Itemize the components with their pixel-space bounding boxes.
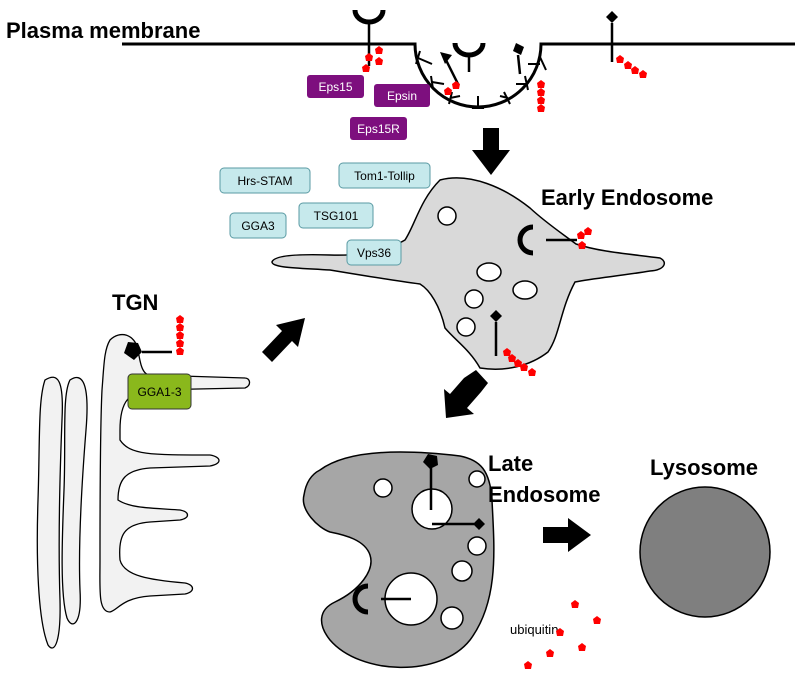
late-endosome-label-line1: Late [488, 451, 533, 476]
adaptor-box-bg [307, 75, 364, 98]
ubiquitin-chain [503, 348, 536, 376]
adaptor-label: TSG101 [314, 209, 359, 223]
adaptor-box-epsin: Epsin [374, 84, 430, 107]
adaptor-box-eps15: Eps15 [307, 75, 364, 98]
adaptor-box-gga3: GGA3 [229, 212, 287, 239]
adaptor-label: Hrs-STAM [237, 174, 292, 188]
ubiquitin-pentagon [639, 70, 647, 78]
adaptor-label: Eps15R [357, 122, 400, 136]
adaptor-label: GGA1-3 [137, 385, 181, 399]
ubiquitin-pentagon [375, 57, 383, 65]
ubiquitin-pentagon [556, 628, 564, 636]
adaptor-box-gga1-3: GGA1-3 [127, 373, 192, 410]
ubiquitin-chain [616, 55, 647, 78]
tgn-receptor-pentagon [124, 342, 172, 360]
ubiquitin-pentagon [452, 81, 460, 89]
ubiquitin-pentagon [571, 600, 579, 608]
lysosome-label: Lysosome [650, 455, 758, 480]
early-endosome-receptor-diamond [490, 310, 502, 356]
arrow-late-endosome-to-lysosome [543, 518, 591, 552]
early-endosome-receptor-cup [517, 224, 577, 256]
arrow-early-to-late-endosome [444, 370, 488, 418]
adaptor-label: Epsin [387, 89, 417, 103]
adaptor-box-eps15r: Eps15R [350, 117, 407, 140]
late-endosome-label-line2: Endosome [488, 482, 600, 507]
arrow-tgn-to-early-endosome [262, 318, 305, 362]
pit-receptor-arrow [440, 52, 460, 85]
adaptor-box-tsg101: TSG101 [298, 202, 374, 229]
adaptor-box-tom1-tollip: Tom1-Tollip [338, 162, 431, 189]
ubiquitin-pentagon [520, 363, 528, 371]
ubiquitin-pentagon [624, 61, 632, 69]
ubiquitin-chain [362, 46, 383, 72]
ubiquitin-pentagon [593, 616, 601, 624]
ubiquitin-pentagon [176, 323, 184, 331]
ubiquitin-label: ubiquitin [510, 622, 558, 637]
ubiquitin-pentagon [503, 348, 511, 356]
ubiquitin-pentagon [584, 227, 592, 235]
clathrin-pit-coat [415, 50, 547, 109]
ubiquitin-pentagon [537, 88, 545, 96]
late-endosome-receptor-pentagon [423, 454, 438, 510]
adaptor-label: Eps15 [318, 80, 352, 94]
late-endosome-receptor-diamond [432, 518, 485, 530]
early-endosome-label: Early Endosome [541, 185, 713, 210]
membrane-receptor-diamond [606, 11, 618, 62]
ubiquitin-chain [444, 81, 460, 95]
ubiquitin-pentagon [631, 66, 639, 74]
ubiquitin-pentagon [546, 649, 554, 657]
lysosome [639, 486, 771, 618]
tgn-cisternae [36, 333, 251, 649]
ubiquitin-pentagon [176, 339, 184, 347]
ubiquitin-pentagon [176, 331, 184, 339]
early-endosome [271, 177, 666, 370]
late-endosome [302, 451, 495, 669]
adaptor-label: Vps36 [357, 246, 391, 260]
ubiquitin-pentagon [176, 315, 184, 323]
ubiquitin-pentagon [578, 241, 586, 249]
adaptor-label: Tom1-Tollip [354, 169, 415, 183]
ubiquitin-pentagon [537, 104, 545, 112]
plasma-membrane-label: Plasma membrane [6, 18, 200, 43]
ubiquitin-chain [176, 315, 184, 355]
arrow-membrane-to-early-endosome [472, 128, 510, 175]
ubiquitin-chain [537, 80, 545, 112]
ubiquitin-pentagon [537, 96, 545, 104]
ubiquitin-pentagon [578, 643, 586, 651]
ubiquitin-pentagon [524, 661, 532, 669]
ubiquitin-pentagon [508, 354, 516, 362]
tgn-label: TGN [112, 290, 158, 315]
ubiquitin-pentagon [616, 55, 624, 63]
ubiquitin-pentagon [577, 231, 585, 239]
ubiquitin-pentagon [365, 53, 373, 61]
ubiquitin-pentagon [362, 64, 370, 72]
ubiquitin-chain [577, 227, 592, 249]
late-endosome-receptor-cup [352, 583, 411, 615]
ubiquitin-pentagon [528, 368, 536, 376]
ubiquitin-pentagon [176, 347, 184, 355]
free-ubiquitin [524, 600, 601, 669]
ubiquitin-pentagon [375, 46, 383, 54]
pit-receptor-diamond [513, 43, 524, 75]
adaptor-box-vps36: Vps36 [346, 239, 402, 266]
adaptor-box-hrs-stam: Hrs-STAM [219, 167, 311, 194]
ubiquitin-pentagon [514, 359, 522, 367]
ubiquitin-pentagon [444, 87, 452, 95]
adaptor-label: GGA3 [241, 219, 275, 233]
pit-receptor-cup [452, 42, 486, 72]
ubiquitin-pentagon [537, 80, 545, 88]
